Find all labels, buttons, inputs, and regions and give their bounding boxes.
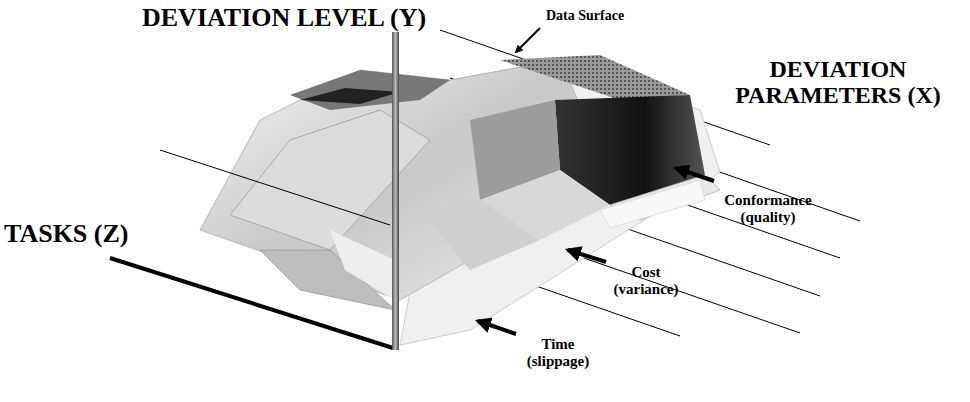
parameter-label: Time (slippage) <box>518 336 598 369</box>
data-surface <box>200 55 720 345</box>
tasks-axis <box>110 258 393 348</box>
parameter-label: Conformance (quality) <box>716 192 820 225</box>
axis-title: TASKS (Z) <box>4 220 129 249</box>
parameter-label: Cost (variance) <box>606 264 686 297</box>
axis-title: DEVIATION LEVEL (Y) <box>142 4 426 33</box>
grid-line <box>160 150 390 225</box>
axis-title: DEVIATION PARAMETERS (X) <box>712 56 964 109</box>
deviation-axis <box>392 32 399 350</box>
pointer-arrows <box>478 28 714 334</box>
callout-label: Data Surface <box>546 8 624 23</box>
